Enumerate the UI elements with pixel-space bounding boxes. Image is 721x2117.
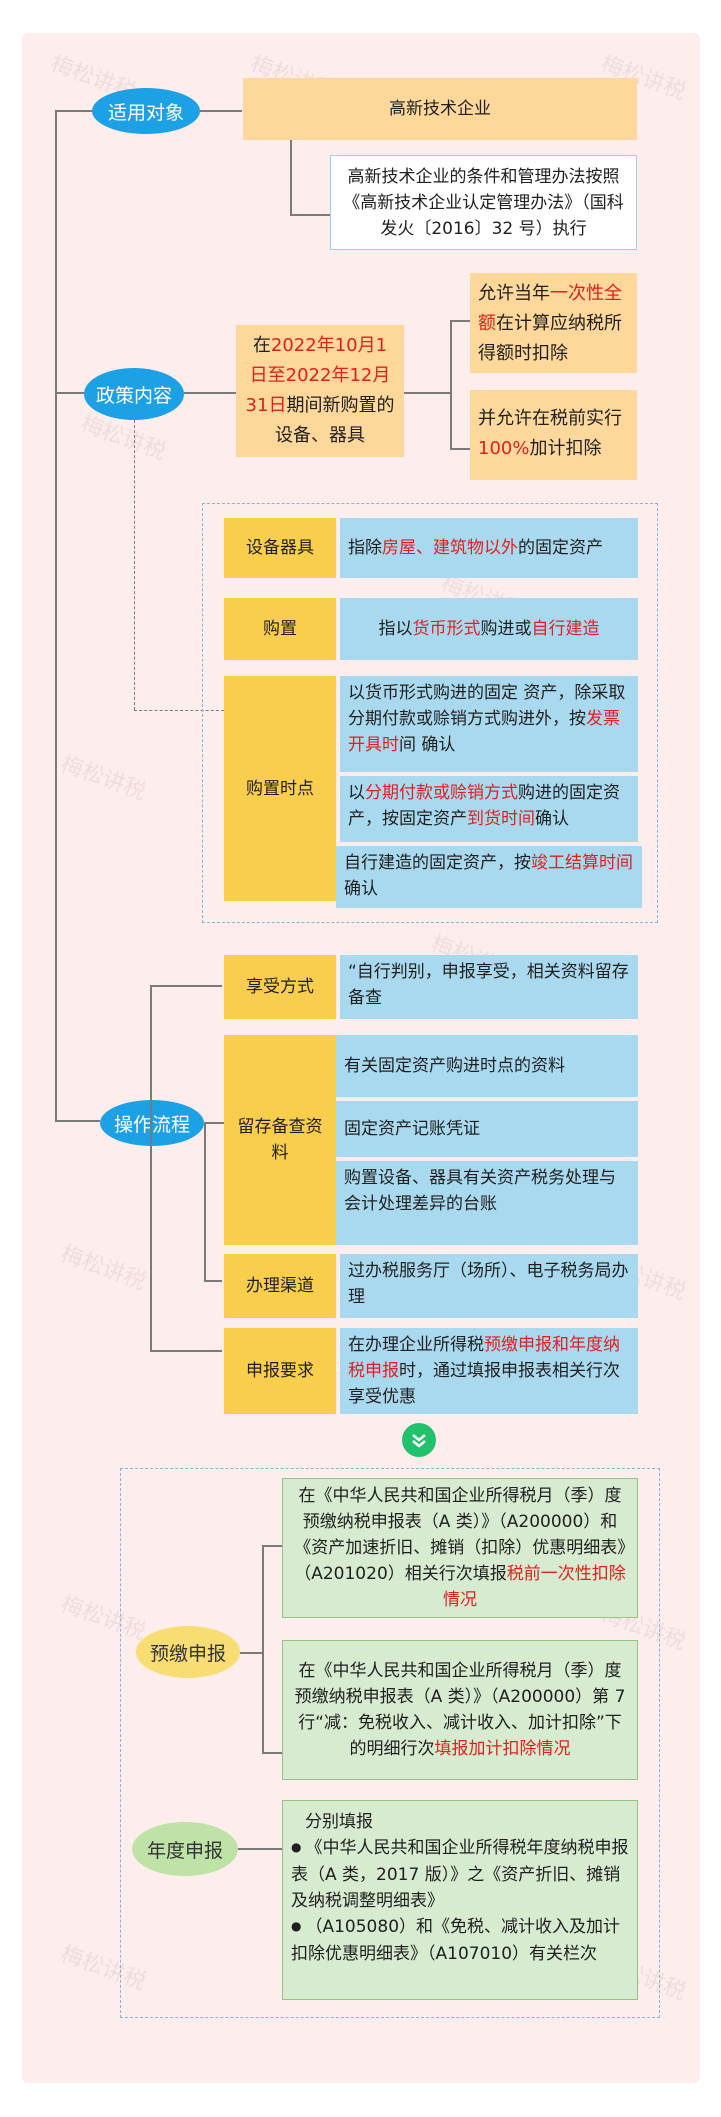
t3-text: 自行建造的固定资产，按 xyxy=(344,853,531,873)
equipment-definition: 指除房屋、建筑物以外的固定资产 xyxy=(340,518,638,578)
channel-text: 过办税服务厅（场所）、电子税务局办理 xyxy=(340,1254,638,1318)
dashed-connector xyxy=(134,420,135,710)
opt1-text-end: 在计算应纳税所得额时扣除 xyxy=(478,313,622,364)
connector xyxy=(55,392,85,394)
prepay-detail-extra: 在《中华人民共和国企业所得税月（季）度预缴纳税申报表（A 类）》（A200000… xyxy=(282,1640,638,1780)
t3-highlight: 竣工结算时间 xyxy=(531,853,633,873)
connector xyxy=(262,1545,282,1547)
timing-self-built: 自行建造的固定资产，按竣工结算时间确认 xyxy=(336,846,642,908)
node-annual[interactable]: 年度申报 xyxy=(132,1822,238,1876)
channel-label: 办理渠道 xyxy=(224,1254,336,1318)
opt1-highlight: 一次性全额 xyxy=(478,283,622,334)
equipment-label: 设备器具 xyxy=(224,518,336,578)
t1-text-end: 间 确认 xyxy=(399,735,456,755)
connector xyxy=(55,110,95,112)
filing-group xyxy=(120,1468,660,2018)
annual-intro: 分别填报 xyxy=(305,1812,373,1832)
timing-cash-purchase: 以货币形式购进的固定 资产，除采取分期付款或赊销方式购进外，按发票开具时间 确认 xyxy=(340,676,638,772)
t3-text-end: 确认 xyxy=(344,879,378,899)
enjoy-label: 享受方式 xyxy=(224,955,336,1019)
connector xyxy=(150,985,222,987)
policy-main-suffix: 期间新购置的设备、器具 xyxy=(275,395,395,446)
main-connector xyxy=(55,110,57,1120)
t2-highlight-2: 到货时间 xyxy=(467,809,535,829)
declare-label: 申报要求 xyxy=(224,1328,336,1414)
connector xyxy=(238,1848,282,1850)
policy-main-period: 2022年10月1日至2022年12月31日 xyxy=(245,335,391,416)
opt2-highlight: 100% xyxy=(478,438,530,459)
dashed-connector xyxy=(134,710,224,711)
opt2-text: 并允许在税前实行 xyxy=(478,408,622,429)
connector xyxy=(450,320,452,448)
annual-bullet-2: （A105080）和《免税、减计收入及加计扣除优惠明细表》（A107010）有关… xyxy=(291,1914,629,1967)
annual-bullet-1: 《中华人民共和国企业所得税年度纳税申报表（A 类，2017 版）》之《资产折旧、… xyxy=(291,1835,629,1914)
decl-highlight: 预缴申报和年度纳税申报 xyxy=(348,1335,620,1381)
eq-text: 指除 xyxy=(348,538,382,558)
declare-requirement: 在办理企业所得税预缴申报和年度纳税申报时，通过填报申报表相关行次享受优惠 xyxy=(340,1328,638,1414)
target-description: 高新技术企业的条件和管理办法按照《高新技术企业认定管理办法》（国科发火〔2016… xyxy=(330,155,637,250)
enjoy-method: “自行判别，申报享受，相关资料留存备查 xyxy=(340,955,638,1019)
timing-installment-purchase: 以分期付款或赊销方式购进的固定资产，按固定资产到货时间确认 xyxy=(340,776,638,842)
connector xyxy=(55,1120,100,1122)
node-procedure[interactable]: 操作流程 xyxy=(100,1100,204,1146)
connector xyxy=(150,1350,222,1352)
prepay1-highlight: 税前一次性扣除情况 xyxy=(443,1564,626,1610)
t1-text: 以货币形式购进的固定 资产，除采取分期付款或赊销方式购进外，按 xyxy=(348,683,626,729)
connector xyxy=(450,320,470,322)
docs-label: 留存备查资料 xyxy=(224,1035,336,1245)
connector xyxy=(290,214,330,216)
connector xyxy=(262,1545,264,1752)
policy-main: 在2022年10月1日至2022年12月31日期间新购置的设备、器具 xyxy=(236,325,404,457)
policy-main-prefix: 在 xyxy=(252,335,271,356)
docs-item-purchase-time: 有关固定资产购进时点的资料 xyxy=(336,1035,638,1097)
t2-highlight-1: 分期付款或赊销方式 xyxy=(365,783,518,803)
opt2-text-end: 加计扣除 xyxy=(529,438,602,459)
node-prepay[interactable]: 预缴申报 xyxy=(136,1626,240,1678)
node-policy[interactable]: 政策内容 xyxy=(84,368,184,420)
prepay2-highlight: 填报加计扣除情况 xyxy=(434,1739,571,1759)
decl-text-end: 时，通过填报申报表相关行次享受优惠 xyxy=(348,1361,620,1407)
t1-highlight: 发票开具时 xyxy=(348,709,620,755)
node-target[interactable]: 适用对象 xyxy=(92,88,200,134)
connector xyxy=(184,392,236,394)
connector xyxy=(204,1122,206,1280)
t2-text: 以 xyxy=(348,783,365,803)
policy-option-full-deduction: 允许当年一次性全额在计算应纳税所得额时扣除 xyxy=(470,273,637,373)
connector xyxy=(204,1280,222,1282)
purchase-label: 购置 xyxy=(224,598,336,660)
prepay2-text: 在《中华人民共和国企业所得税月（季）度预缴纳税申报表（A 类）》（A200000… xyxy=(294,1661,626,1759)
connector xyxy=(262,1752,282,1754)
docs-item-voucher: 固定资产记账凭证 xyxy=(336,1101,638,1157)
timing-label: 购置时点 xyxy=(224,676,336,901)
connector xyxy=(240,1652,262,1654)
prepay-detail-one-time: 在《中华人民共和国企业所得税月（季）度预缴纳税申报表（A 类）》（A200000… xyxy=(282,1478,638,1618)
connector xyxy=(150,985,152,1350)
decl-text: 在办理企业所得税 xyxy=(348,1335,484,1355)
chevron-down-icon[interactable] xyxy=(402,1423,436,1457)
connector xyxy=(404,392,450,394)
policy-option-extra-deduction: 并允许在税前实行 100%加计扣除 xyxy=(470,390,637,480)
target-title: 高新技术企业 xyxy=(243,78,637,140)
connector xyxy=(450,448,470,450)
pur-highlight-1: 货币形式 xyxy=(412,619,481,639)
t2-text-mid: 购进的固定资产，按固定资产 xyxy=(348,783,620,829)
pur-text: 指以 xyxy=(378,619,413,639)
connector xyxy=(290,140,292,214)
connector xyxy=(200,110,242,112)
opt1-text: 允许当年 xyxy=(478,283,550,304)
eq-text-end: 的固定资产 xyxy=(518,538,603,558)
purchase-definition: 指以货币形式购进或自行建造 xyxy=(340,598,638,660)
eq-highlight: 房屋、建筑物以外 xyxy=(382,538,518,558)
annual-detail: 分别填报 《中华人民共和国企业所得税年度纳税申报表（A 类，2017 版）》之《… xyxy=(282,1800,638,2000)
definitions-group xyxy=(202,503,658,923)
t2-text-end: 确认 xyxy=(535,809,569,829)
pur-highlight-2: 自行建造 xyxy=(531,619,600,639)
pur-text-mid: 购进或 xyxy=(480,619,532,639)
prepay1-text: 在《中华人民共和国企业所得税月（季）度预缴纳税申报表（A 类）》（A200000… xyxy=(294,1486,626,1584)
docs-item-ledger: 购置设备、器具有关资产税务处理与会计处理差异的台账 xyxy=(336,1161,638,1245)
